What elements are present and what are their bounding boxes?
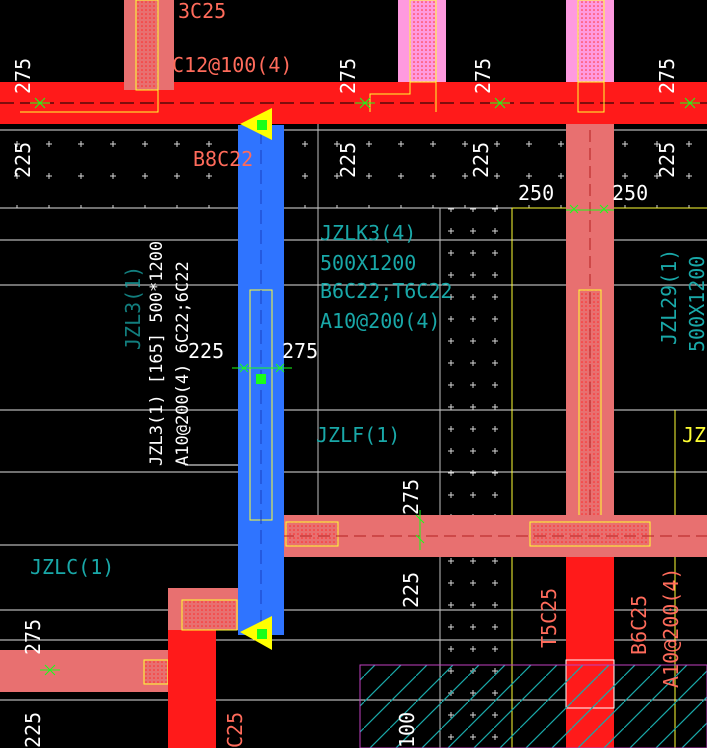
- dim-275: 275: [655, 58, 679, 94]
- dimension-ticks: [30, 97, 700, 676]
- jzlf1-label: JZLF(1): [316, 423, 400, 447]
- slab-hatch-middle: [440, 208, 510, 748]
- guide-lines-vertical: [317, 110, 441, 748]
- jzl3-rebar-label: A10@200(4) 6C22;6C22: [173, 261, 193, 466]
- b8c22-label: B8C22: [193, 147, 253, 171]
- dim-275: 275: [399, 479, 423, 515]
- grip-square-icon[interactable]: [257, 120, 267, 130]
- jzl3-selected-label: JZL3(1) [165] 500*1200: [147, 241, 167, 466]
- grip-triangle-icon[interactable]: [240, 616, 272, 650]
- grip-square-icon[interactable]: [256, 374, 266, 384]
- jzlc1-label: JZLC(1): [30, 555, 114, 579]
- t5c25-label: T5C25: [537, 588, 561, 648]
- dim-225: 225: [188, 339, 224, 363]
- jzlk3-stirrup: A10@200(4): [320, 309, 440, 333]
- dim-275: 275: [282, 339, 318, 363]
- column-lower-left[interactable]: [168, 630, 216, 748]
- c25-bottom-label: C25: [223, 712, 247, 748]
- jzlk3-size: 500X1200: [320, 251, 416, 275]
- c12-label: C12@100(4): [172, 53, 292, 77]
- dim-275: 275: [21, 619, 45, 655]
- grip-square-icon[interactable]: [257, 629, 267, 639]
- dim-250: 250: [518, 181, 554, 205]
- dim-275: 275: [11, 58, 35, 94]
- jzl29-name: JZL29(1): [657, 249, 681, 345]
- grip-triangle-icon[interactable]: [240, 108, 272, 140]
- jzl3-ghost-label: JZL3(1): [121, 266, 145, 350]
- dim-225: 225: [469, 142, 493, 178]
- jzlk3-bars: B6C22;T6C22: [320, 279, 452, 303]
- dim-100: 100: [395, 712, 419, 748]
- dim-275: 275: [336, 58, 360, 94]
- beam-left-lower[interactable]: [0, 650, 170, 692]
- b6c25-label: B6C25: [627, 595, 651, 655]
- jzlk3-name: JZLK3(4): [320, 221, 416, 245]
- dim-225: 225: [655, 142, 679, 178]
- dim-225: 225: [21, 712, 45, 748]
- jzl29-size: 500X1200: [685, 256, 707, 352]
- dim-225: 225: [336, 142, 360, 178]
- jz-partial-label: JZ: [682, 423, 706, 447]
- top-rebar-label: 3C25: [178, 0, 226, 23]
- bottom-diagonal-hatch: [359, 664, 707, 748]
- dim-275: 275: [471, 58, 495, 94]
- dim-225: 225: [11, 142, 35, 178]
- dim-250: 250: [612, 181, 648, 205]
- dim-225: 225: [399, 572, 423, 608]
- a10-label: A10@200(4): [659, 568, 683, 688]
